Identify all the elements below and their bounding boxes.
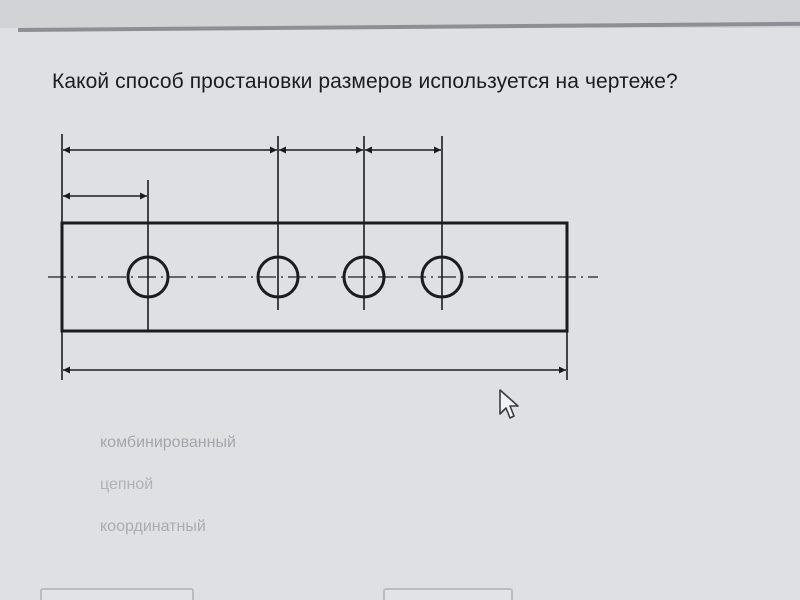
answer-option-3[interactable]: координатный bbox=[100, 518, 206, 535]
bottom-button-left[interactable] bbox=[40, 588, 194, 600]
answer-list: комбинированный цепной координатный bbox=[100, 432, 236, 558]
mouse-pointer-icon bbox=[499, 389, 519, 419]
answer-option-2[interactable]: цепной bbox=[100, 476, 154, 493]
bottom-button-right[interactable] bbox=[383, 588, 513, 600]
question-text: Какой способ простановки размеров исполь… bbox=[52, 70, 678, 93]
answer-option-1[interactable]: комбинированный bbox=[100, 434, 236, 451]
